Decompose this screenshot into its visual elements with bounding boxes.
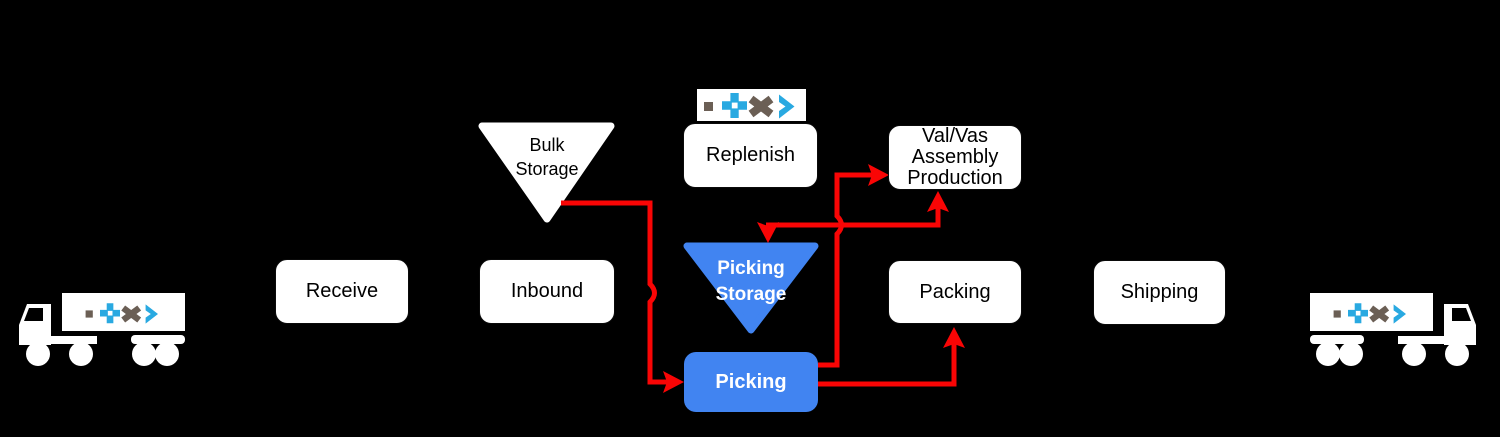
node-receive: Receive	[275, 259, 409, 324]
arrow-picking-to-packing	[818, 343, 957, 387]
node-shipping: Shipping	[1093, 260, 1226, 325]
node-inbound: Inbound	[479, 259, 615, 324]
outbound-truck-icon	[1310, 293, 1476, 366]
arrowhead-into-valvas-left	[868, 164, 889, 186]
arrowhead-into-valvas-bottom	[927, 191, 949, 212]
node-packing: Packing	[888, 260, 1022, 324]
node-replenish: Replenish	[683, 123, 818, 188]
arrowhead-into-picking	[663, 371, 684, 393]
arrow-valvas-pickingstorage-bidirectional	[766, 207, 941, 228]
bulk-storage-triangle	[478, 122, 615, 223]
arrowhead-into-picking-storage-top	[757, 222, 779, 243]
brand-logo-plate	[697, 89, 806, 121]
arrow-picking-to-valvas	[818, 172, 873, 368]
picking-storage-triangle	[683, 242, 819, 334]
node-picking: Picking	[684, 352, 818, 412]
inbound-truck-icon	[19, 293, 185, 366]
arrow-bulk-storage-to-picking	[561, 200, 668, 385]
node-val-vas-assembly-production: Val/Vas Assembly Production	[888, 125, 1022, 190]
arrowhead-into-packing-bottom	[943, 327, 965, 348]
